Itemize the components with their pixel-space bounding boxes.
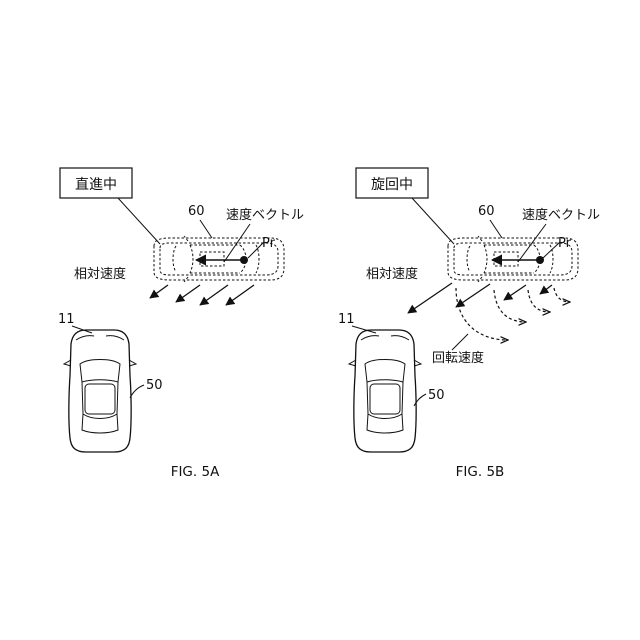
rotation-speed-arrow-b-1 xyxy=(456,288,508,340)
ref-50-leader-a xyxy=(130,385,144,398)
relative-speed-arrow-a-1 xyxy=(150,285,168,298)
state-label-a: 直進中 xyxy=(75,176,117,193)
rotation-speed-arrow-b-3 xyxy=(528,290,550,312)
rotation-speed-label-b: 回転速度 xyxy=(432,350,484,366)
ref-60-a: 60 xyxy=(188,204,205,219)
point-pr-label-b: Pr xyxy=(558,236,572,251)
velocity-vector-label-b: 速度ベクトル xyxy=(522,207,600,223)
point-pr-dot-b xyxy=(536,256,544,264)
rotation-speed-arrow-b-4 xyxy=(554,288,570,302)
relative-speed-label-b: 相対速度 xyxy=(366,266,418,282)
state-leader-a xyxy=(118,198,160,244)
ref-11-a: 11 xyxy=(58,312,75,327)
relative-speed-arrow-a-4 xyxy=(226,285,254,305)
relative-speed-label-a: 相対速度 xyxy=(74,266,126,282)
velocity-vector-label-a: 速度ベクトル xyxy=(226,207,304,223)
ref-50-b: 50 xyxy=(428,388,445,403)
figure-5b: 旋回中 60 速度ベクトル Pr 相対速度 回転速度 11 50 xyxy=(338,168,600,480)
velocity-label-leader-a xyxy=(224,224,250,262)
state-leader-b xyxy=(412,198,454,244)
rotation-speed-leader-b xyxy=(452,334,468,350)
relative-speed-arrow-b-4 xyxy=(540,285,552,294)
figure-5a: 直進中 60 速度ベクトル Pr 相対速度 11 50 xyxy=(58,168,304,480)
relative-speed-arrow-b-1 xyxy=(408,283,452,313)
point-pr-dot-a xyxy=(240,256,248,264)
rotation-speed-arrow-b-2 xyxy=(494,290,526,322)
state-label-b: 旋回中 xyxy=(371,177,413,193)
relative-speed-arrow-a-3 xyxy=(200,285,228,305)
relative-speed-arrow-a-2 xyxy=(176,285,200,302)
relative-speed-arrow-b-2 xyxy=(456,284,490,307)
ref-11-b: 11 xyxy=(338,312,355,327)
point-pr-label-a: Pr xyxy=(262,236,276,251)
ref-60-b: 60 xyxy=(478,204,495,219)
ref-60-leader-a xyxy=(200,220,212,238)
relative-speed-arrow-b-3 xyxy=(504,285,526,300)
subject-vehicle-a xyxy=(64,330,136,452)
caption-5a: FIG. 5A xyxy=(171,464,220,480)
subject-vehicle-b xyxy=(349,330,421,452)
ref-60-leader-b xyxy=(490,220,502,238)
caption-5b: FIG. 5B xyxy=(456,464,505,480)
ref-50-a: 50 xyxy=(146,378,163,393)
